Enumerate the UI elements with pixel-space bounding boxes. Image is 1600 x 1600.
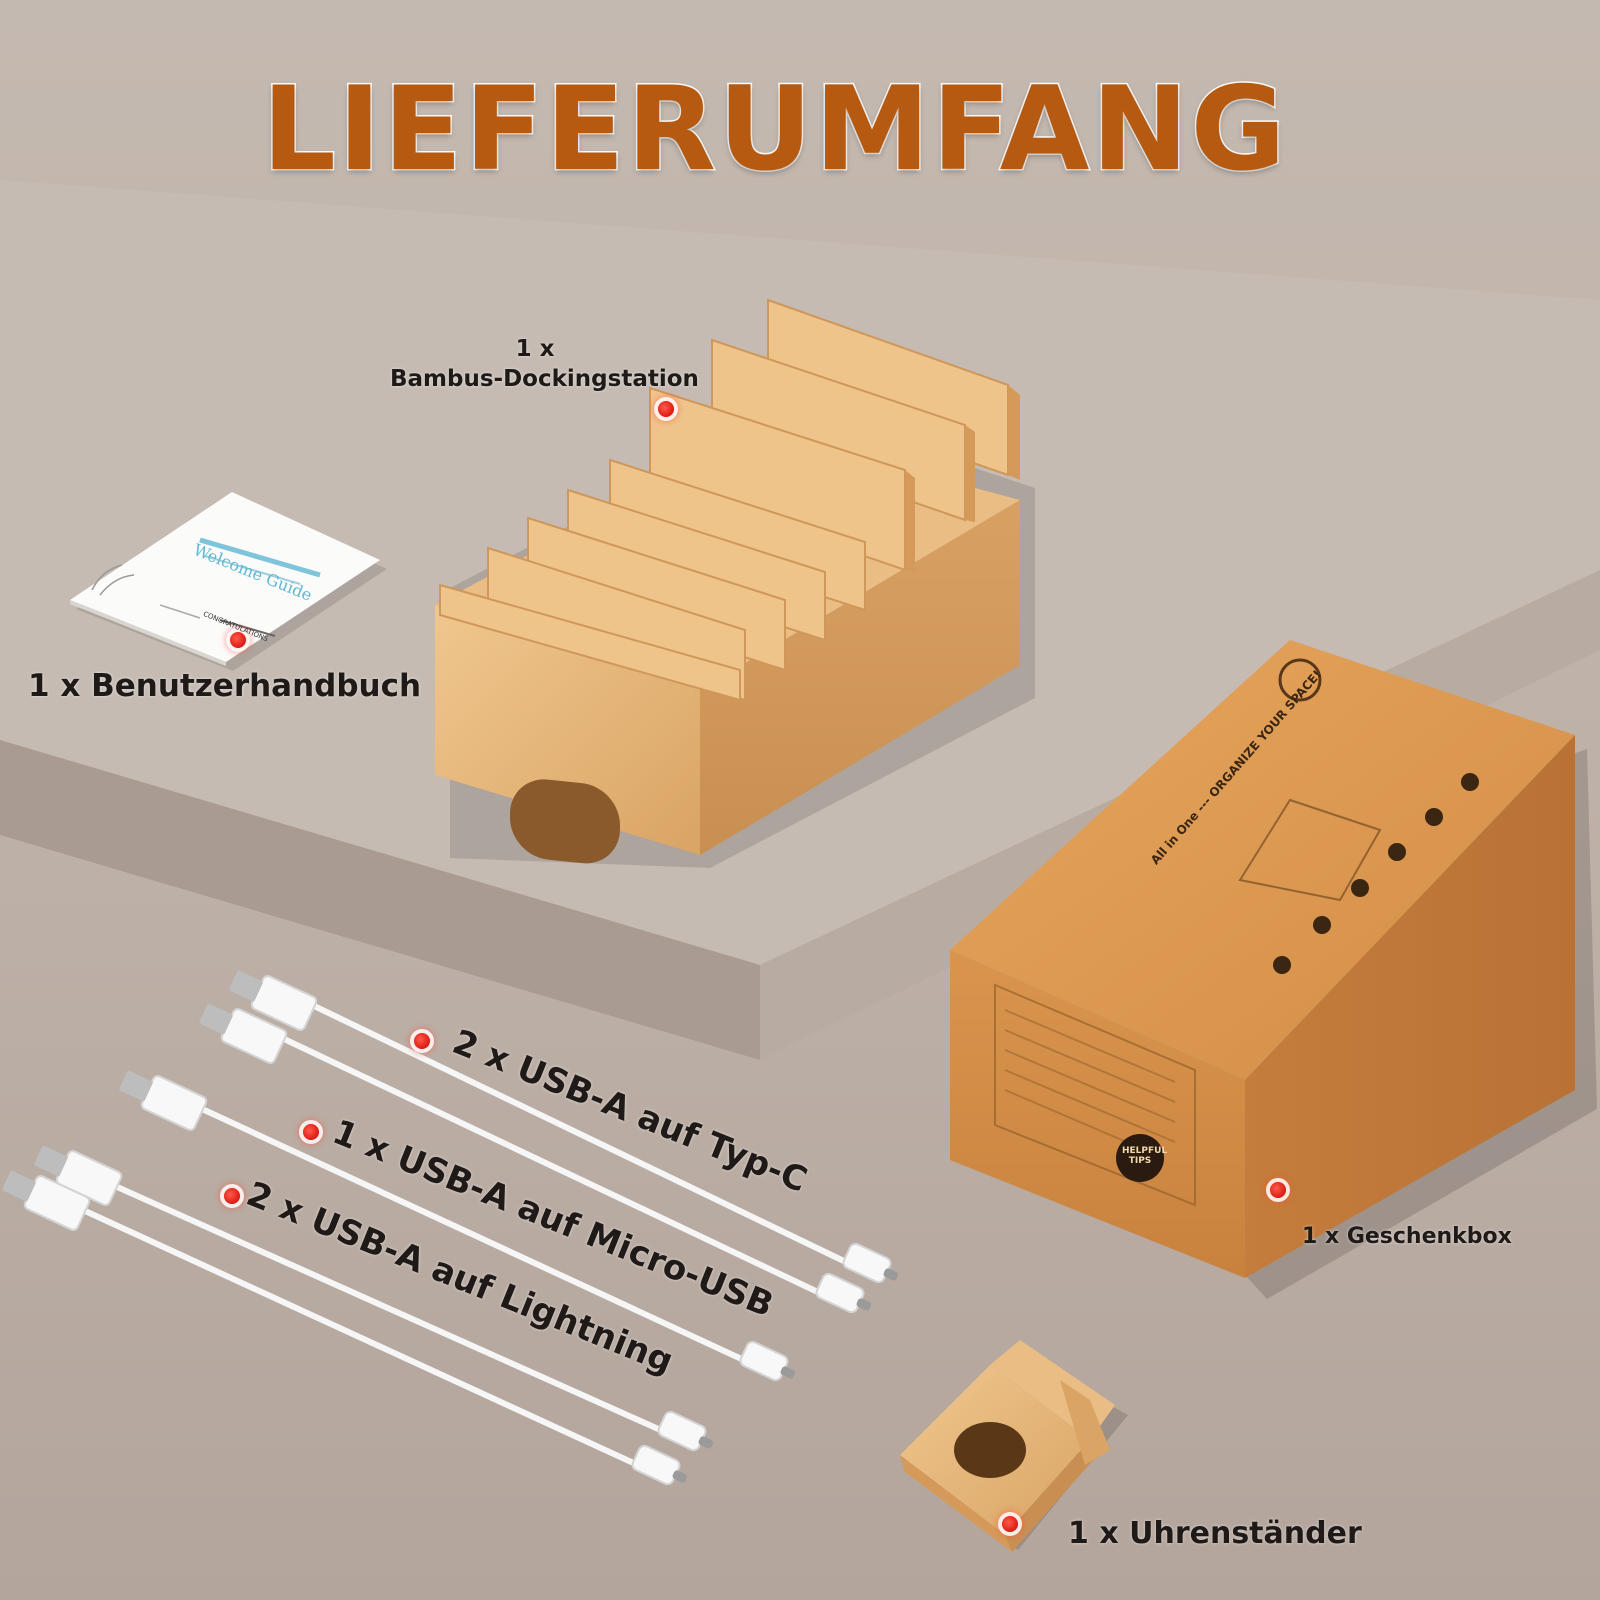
- box-marker: [1270, 1182, 1286, 1198]
- page-title: LIEFERUMFANG: [261, 62, 1288, 197]
- dock-name: Bambus-Dockingstation: [390, 366, 699, 392]
- manual-label: 1 x Benutzerhandbuch: [28, 668, 422, 704]
- watch-stand: [900, 1340, 1128, 1552]
- user-manual: [70, 492, 387, 671]
- manual-marker: [230, 632, 246, 648]
- dock-marker: [658, 401, 674, 417]
- cables: [2, 970, 899, 1486]
- cable-typec-marker: [414, 1033, 430, 1049]
- watch-stand-label: 1 x Uhrenständer: [1068, 1516, 1362, 1551]
- dock-qty: 1 x: [515, 336, 555, 362]
- cable-lightning-marker: [224, 1188, 240, 1204]
- box-label: 1 x Geschenkbox: [1302, 1224, 1512, 1249]
- gift-box: [950, 640, 1597, 1299]
- box-badge-text: HELPFUL TIPS: [1122, 1146, 1168, 1166]
- docking-station: [435, 298, 1035, 868]
- dock-label: 1 x Bambus-Dockingstation: [390, 334, 699, 394]
- watch-stand-marker: [1002, 1516, 1018, 1532]
- cable-micro-marker: [303, 1124, 319, 1140]
